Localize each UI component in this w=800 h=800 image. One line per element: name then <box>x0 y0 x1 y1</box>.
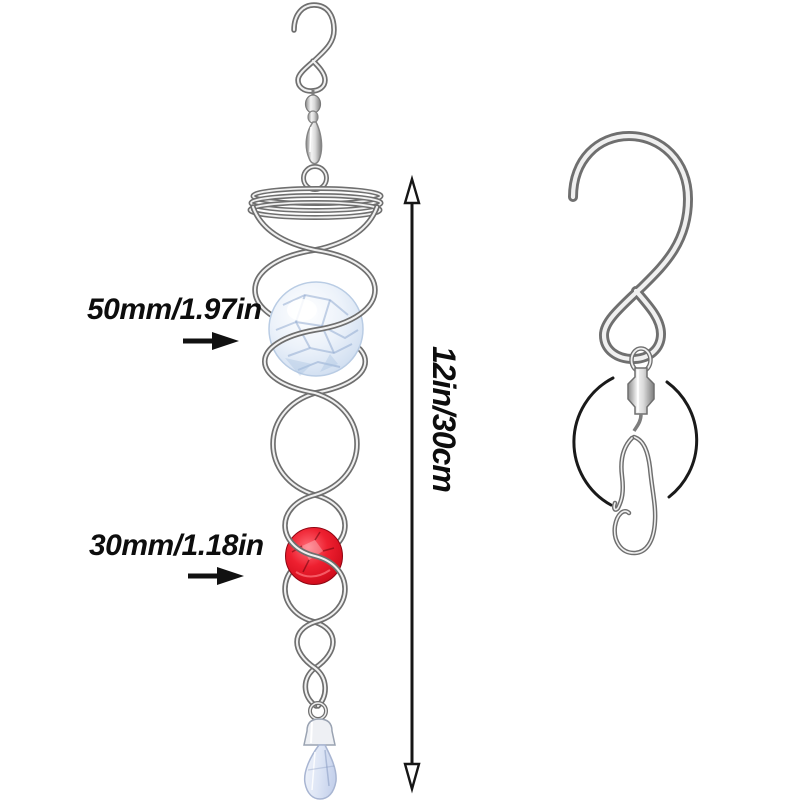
down-arrowhead-icon <box>403 762 421 794</box>
right-arrow-icon <box>217 567 244 585</box>
teardrop-bail <box>303 718 336 746</box>
large-ball-size-label: 50mm/1.97in <box>87 293 262 326</box>
accessory-s-hook <box>573 136 688 359</box>
top-swivel-barrel <box>304 94 322 114</box>
up-arrowhead-icon <box>403 174 421 205</box>
teardrop-crystal <box>303 744 337 800</box>
length-dimension-arrow <box>403 174 421 794</box>
small-ball-size-label: 30mm/1.18in <box>89 529 264 562</box>
top-clip <box>305 121 323 165</box>
accessory-swivel-barrel <box>627 367 655 432</box>
total-length-label: 12in/30cm <box>426 346 462 492</box>
large-ball-pointer-arrow <box>183 332 239 350</box>
small-ball-pointer-arrow <box>188 567 244 585</box>
top-swivel-connector <box>301 90 329 192</box>
right-arrow-icon <box>212 332 239 350</box>
top-s-hook <box>294 5 334 91</box>
rotation-arc-right <box>665 380 699 499</box>
rotation-arc-left <box>572 376 615 507</box>
accessory-spring-clip <box>614 437 655 553</box>
spiral-coils <box>247 186 384 220</box>
